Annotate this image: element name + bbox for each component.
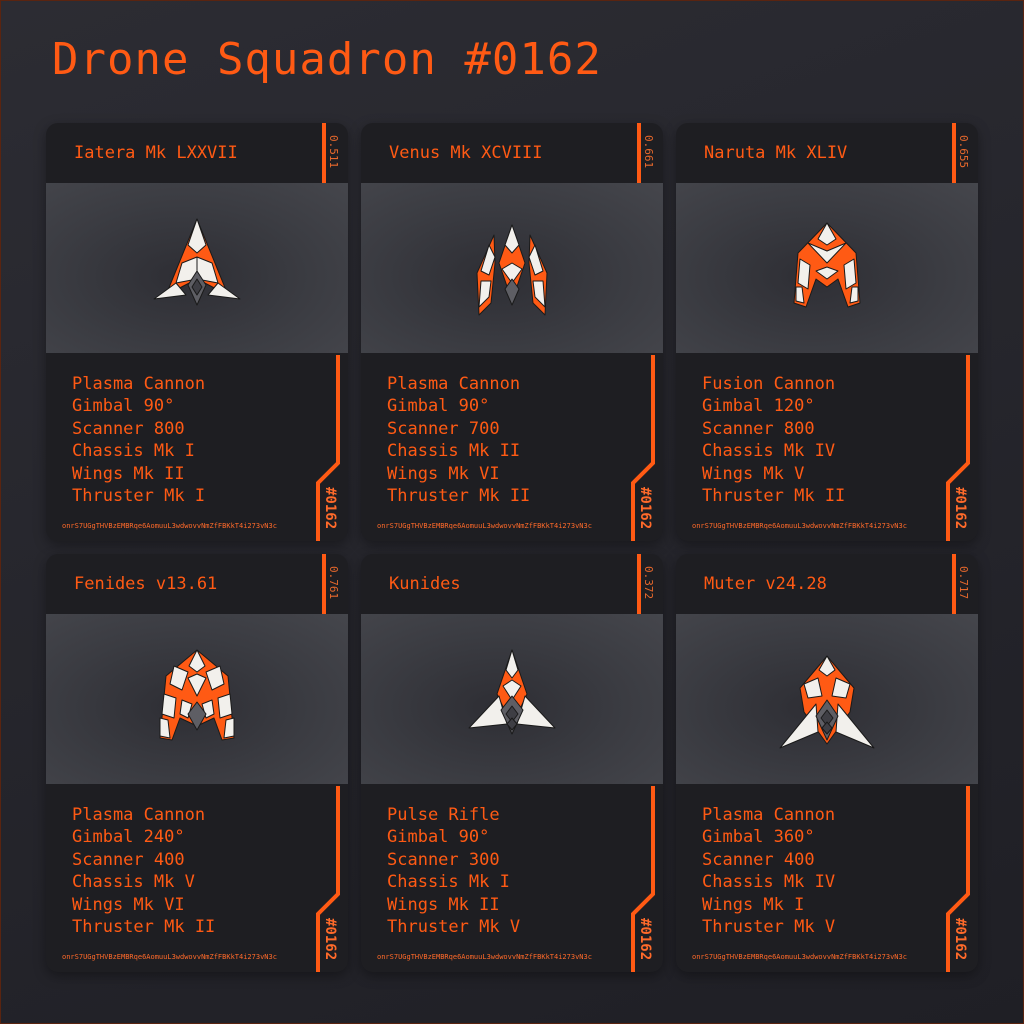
- stat-chassis: Chassis Mk II: [387, 441, 521, 462]
- circuit-deco: [316, 786, 340, 972]
- stat-thruster: Thruster Mk II: [702, 486, 846, 507]
- stat-chassis: Chassis Mk IV: [702, 872, 836, 893]
- stat-wings: Wings Mk VI: [387, 463, 500, 484]
- stat-gimbal: Gimbal 120°: [702, 396, 815, 417]
- drone-card-1[interactable]: Iatera Mk LXXVII 0.511 Plasma Cannon Gim…: [46, 123, 348, 541]
- squadron-code: #0162: [952, 917, 968, 960]
- stat-weapon: Plasma Cannon: [702, 805, 836, 825]
- drone-card-5[interactable]: Kunides 0.372 Pulse Rifle Gimbal 90° Sca…: [361, 554, 663, 972]
- hash-text: onrS7UGgTHVBzEMBRqe6AomuuL3wdwovvNmZfFBK…: [62, 953, 277, 961]
- stat-weapon: Fusion Cannon: [702, 374, 836, 394]
- stat-wings: Wings Mk II: [387, 894, 500, 915]
- header-accent-bar: [952, 123, 956, 183]
- stat-gimbal: Gimbal 90°: [387, 827, 490, 848]
- stat-weapon: Plasma Cannon: [72, 805, 206, 825]
- squadron-code: #0162: [637, 486, 653, 529]
- header-accent-bar: [637, 123, 641, 183]
- drone-art: [676, 614, 978, 784]
- stat-scanner: Scanner 800: [72, 418, 185, 439]
- stat-chassis: Chassis Mk I: [72, 441, 195, 462]
- drone-art: [361, 183, 663, 353]
- header-accent-bar: [952, 554, 956, 614]
- drone-stats: Plasma Cannon Gimbal 240° Scanner 400 Ch…: [72, 804, 215, 938]
- stat-wings: Wings Mk VI: [72, 894, 185, 915]
- hash-text: onrS7UGgTHVBzEMBRqe6AomuuL3wdwovvNmZfFBK…: [62, 522, 277, 530]
- circuit-deco: [631, 355, 655, 541]
- hash-text: onrS7UGgTHVBzEMBRqe6AomuuL3wdwovvNmZfFBK…: [692, 522, 907, 530]
- stat-thruster: Thruster Mk II: [72, 917, 216, 938]
- drone-score: 0.761: [327, 566, 340, 600]
- stat-gimbal: Gimbal 90°: [387, 396, 490, 417]
- drone-score: 0.372: [642, 566, 655, 600]
- stat-wings: Wings Mk V: [702, 463, 805, 484]
- page-title: Drone Squadron #0162: [52, 34, 602, 85]
- stat-chassis: Chassis Mk V: [72, 872, 195, 893]
- drone-card-2[interactable]: Venus Mk XCVIII 0.661 Plasma Cannon Gimb…: [361, 123, 663, 541]
- stat-gimbal: Gimbal 240°: [72, 827, 185, 848]
- squadron-code: #0162: [952, 486, 968, 529]
- circuit-deco: [946, 786, 970, 972]
- drone-name: Venus Mk XCVIII: [389, 143, 543, 163]
- stat-thruster: Thruster Mk V: [387, 917, 521, 938]
- drone-art: [46, 614, 348, 784]
- squadron-code: #0162: [637, 917, 653, 960]
- drone-ship-icon: [793, 222, 861, 308]
- drone-art: [46, 183, 348, 353]
- stat-scanner: Scanner 300: [387, 849, 500, 870]
- drone-ship-icon: [779, 655, 875, 749]
- stat-thruster: Thruster Mk II: [387, 486, 531, 507]
- stat-scanner: Scanner 400: [72, 849, 185, 870]
- drone-name: Iatera Mk LXXVII: [74, 143, 238, 163]
- drone-ship-icon: [153, 218, 241, 306]
- stat-gimbal: Gimbal 90°: [72, 396, 175, 417]
- drone-card-6[interactable]: Muter v24.28 0.717 Plasma Cannon Gimbal …: [676, 554, 978, 972]
- drone-art: [361, 614, 663, 784]
- drone-ship-icon: [159, 649, 235, 741]
- stat-scanner: Scanner 400: [702, 849, 815, 870]
- stat-weapon: Pulse Rifle: [387, 805, 500, 825]
- drone-score: 0.717: [957, 566, 970, 600]
- stat-chassis: Chassis Mk I: [387, 872, 510, 893]
- stat-weapon: Plasma Cannon: [387, 374, 521, 394]
- drone-stats: Plasma Cannon Gimbal 90° Scanner 700 Cha…: [387, 373, 530, 507]
- hash-text: onrS7UGgTHVBzEMBRqe6AomuuL3wdwovvNmZfFBK…: [377, 522, 592, 530]
- stat-weapon: Plasma Cannon: [72, 374, 206, 394]
- drone-name: Muter v24.28: [704, 574, 827, 594]
- circuit-deco: [946, 355, 970, 541]
- drone-stats: Plasma Cannon Gimbal 360° Scanner 400 Ch…: [702, 804, 835, 938]
- drone-art: [676, 183, 978, 353]
- drone-stats: Fusion Cannon Gimbal 120° Scanner 800 Ch…: [702, 373, 845, 507]
- drone-card-4[interactable]: Fenides v13.61 0.761 Plasma Cannon Gimba…: [46, 554, 348, 972]
- squadron-code: #0162: [322, 917, 338, 960]
- circuit-deco: [631, 786, 655, 972]
- squadron-code: #0162: [322, 486, 338, 529]
- drone-score: 0.511: [327, 135, 340, 169]
- stat-scanner: Scanner 800: [702, 418, 815, 439]
- stat-wings: Wings Mk I: [702, 894, 805, 915]
- header-accent-bar: [322, 123, 326, 183]
- stat-wings: Wings Mk II: [72, 463, 185, 484]
- stat-scanner: Scanner 700: [387, 418, 500, 439]
- stat-chassis: Chassis Mk IV: [702, 441, 836, 462]
- hash-text: onrS7UGgTHVBzEMBRqe6AomuuL3wdwovvNmZfFBK…: [377, 953, 592, 961]
- drone-stats: Pulse Rifle Gimbal 90° Scanner 300 Chass…: [387, 804, 520, 938]
- header-accent-bar: [322, 554, 326, 614]
- stat-gimbal: Gimbal 360°: [702, 827, 815, 848]
- circuit-deco: [316, 355, 340, 541]
- drone-ship-icon: [476, 224, 548, 316]
- drone-name: Naruta Mk XLIV: [704, 143, 848, 163]
- drone-name: Kunides: [389, 574, 461, 594]
- stat-thruster: Thruster Mk I: [72, 486, 206, 507]
- drone-ship-icon: [468, 649, 556, 735]
- header-accent-bar: [637, 554, 641, 614]
- drone-stats: Plasma Cannon Gimbal 90° Scanner 800 Cha…: [72, 373, 205, 507]
- drone-name: Fenides v13.61: [74, 574, 218, 594]
- hash-text: onrS7UGgTHVBzEMBRqe6AomuuL3wdwovvNmZfFBK…: [692, 953, 907, 961]
- drone-score: 0.661: [642, 135, 655, 169]
- stat-thruster: Thruster Mk V: [702, 917, 836, 938]
- drone-card-3[interactable]: Naruta Mk XLIV 0.655 Fusion Cannon Gimba…: [676, 123, 978, 541]
- drone-score: 0.655: [957, 135, 970, 169]
